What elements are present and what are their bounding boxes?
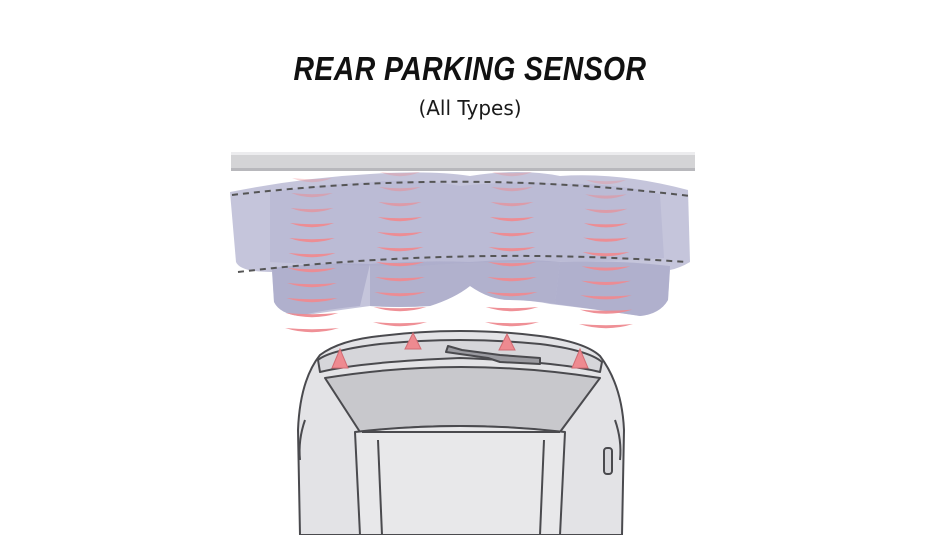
wave-arc — [488, 247, 536, 252]
wave-arc — [581, 266, 631, 271]
sensor-corner-left — [331, 347, 349, 369]
wave-arc — [374, 292, 426, 297]
sensor-corner-right — [571, 347, 589, 369]
wave-arc — [489, 232, 535, 237]
wave-arc — [375, 277, 425, 282]
wave-arc — [286, 298, 338, 303]
page-title: REAR PARKING SENSOR — [293, 50, 647, 87]
page-subtitle: (All Types) — [418, 96, 522, 120]
wave-arc — [285, 313, 339, 318]
ultrasonic-waves — [285, 172, 633, 333]
wave-arc — [288, 253, 336, 258]
wave-arc — [487, 277, 537, 282]
wave-arc — [289, 223, 335, 228]
wave-arc — [290, 208, 334, 213]
wave-arc — [490, 202, 534, 207]
wave-arc — [581, 280, 631, 285]
wave-arc — [377, 217, 423, 222]
sensor-center-right — [498, 332, 516, 351]
rear-wall — [231, 152, 695, 171]
wave-arc — [376, 247, 424, 252]
wave-arc — [287, 283, 337, 288]
wave-arc — [289, 238, 335, 243]
sensors — [331, 331, 589, 369]
wave-arc — [580, 295, 632, 300]
wave-arc — [373, 307, 427, 312]
wave-arc — [485, 322, 539, 327]
wave-arc — [584, 208, 628, 213]
wave-arc — [491, 187, 533, 192]
wave-arc — [373, 322, 427, 327]
wave-arc — [292, 178, 332, 183]
wave-arc — [579, 324, 633, 329]
wave-arc — [489, 217, 535, 222]
wave-arc — [586, 180, 626, 185]
wave-arc — [377, 232, 423, 237]
wave-arc — [492, 172, 532, 177]
wave-arc — [485, 307, 539, 312]
wave-arc — [285, 328, 339, 333]
detection-zone — [230, 172, 691, 316]
sensor-center-left — [404, 331, 422, 350]
wave-arc — [291, 193, 333, 198]
wave-arc — [378, 202, 422, 207]
wave-arc — [287, 268, 337, 273]
wave-arc — [375, 262, 425, 267]
wave-arc — [579, 309, 633, 314]
wave-arc — [379, 187, 421, 192]
vehicle-rear — [297, 330, 625, 535]
wave-arc — [380, 172, 420, 177]
wave-arc — [583, 237, 629, 242]
wave-arc — [486, 292, 538, 297]
wave-arc — [582, 252, 630, 257]
wave-arc — [583, 223, 629, 228]
wave-arc — [585, 194, 627, 199]
wave-arc — [487, 262, 537, 267]
